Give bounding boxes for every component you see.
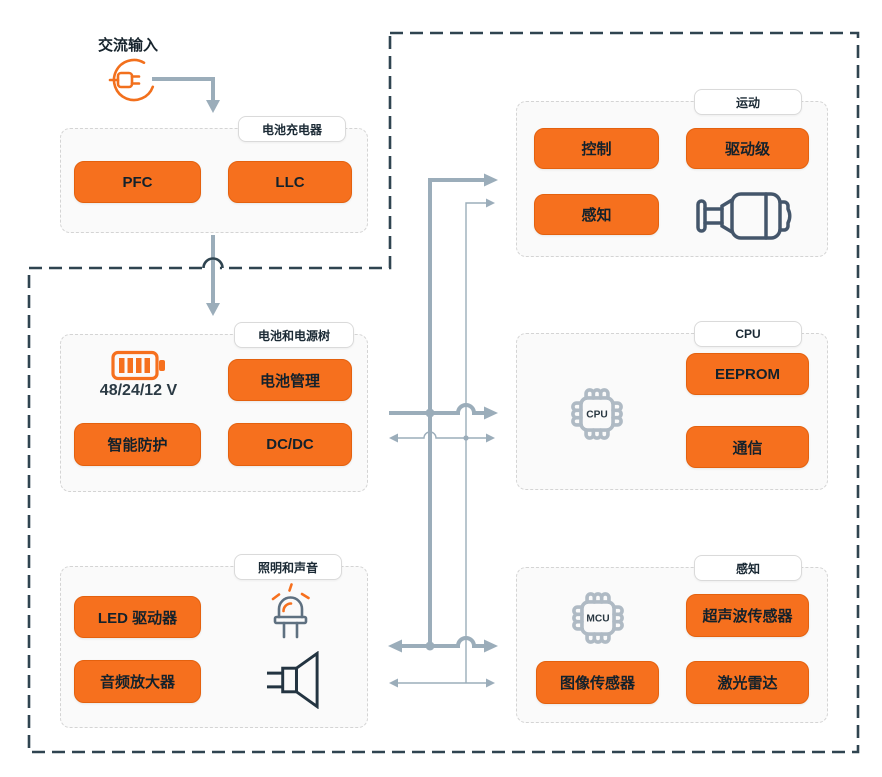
block-llc[interactable]: LLC [228, 161, 352, 203]
arrow-ac-to-charger [152, 77, 215, 100]
arrowhead [206, 303, 220, 316]
block-battery-management[interactable]: 电池管理 [228, 359, 352, 401]
arrow-lighting-sensing [400, 636, 486, 648]
panel-label-battery-power-tree: 电池和电源树 [234, 322, 354, 348]
block-image-sensor[interactable]: 图像传感器 [536, 661, 659, 704]
trunk-thin [465, 202, 488, 683]
arrow-thin-battery-cpu [397, 431, 487, 439]
arrowhead [484, 173, 498, 187]
battery-icon [111, 350, 165, 381]
panel-sensing: 感知 MCU 超声波传感器 图像传感器 激光雷达 [516, 555, 828, 723]
mcu-chip-text: MCU [586, 614, 609, 625]
arrowhead [484, 639, 498, 653]
arrowhead [486, 433, 495, 443]
panel-label-battery-charger: 电池充电器 [238, 116, 346, 142]
ac-input-label: 交流输入 [98, 37, 159, 54]
panel-battery-power-tree: 电池和电源树 48/24/12 V 电池管理 智能防护 DC/DC [60, 322, 368, 492]
panel-label-motion: 运动 [694, 89, 802, 115]
arrowhead [486, 678, 495, 688]
panel-motion: 运动 控制 驱动级 感知 [516, 89, 828, 257]
battery-voltage-label: 48/24/12 V [99, 382, 178, 399]
block-communication[interactable]: 通信 [686, 426, 809, 468]
block-motion-sensing[interactable]: 感知 [534, 194, 659, 235]
junction-dot [425, 408, 435, 418]
cpu-chip-text: CPU [586, 410, 608, 421]
arrowhead [484, 406, 498, 420]
block-pfc[interactable]: PFC [74, 161, 201, 203]
panel-battery-charger: 电池充电器 PFC LLC [60, 116, 368, 233]
junction-dot [425, 641, 435, 651]
mcu-chip-icon: MCU [572, 592, 624, 644]
boundary-hop [202, 257, 224, 269]
speaker-icon [266, 651, 319, 709]
arrowhead [389, 433, 398, 443]
block-control[interactable]: 控制 [534, 128, 659, 169]
trunk-thick [428, 178, 486, 646]
panel-cpu: CPU CPU EEPROM 通信 [516, 321, 828, 490]
arrow-battery-to-cpu [389, 403, 486, 415]
block-audio-amplifier[interactable]: 音频放大器 [74, 660, 201, 703]
arrowhead [388, 639, 402, 653]
junction-dot [463, 435, 469, 441]
panel-label-sensing: 感知 [694, 555, 802, 581]
ac-plug-icon [108, 58, 155, 102]
arrowhead [206, 100, 220, 113]
arrowhead [486, 198, 495, 208]
arrowhead [389, 678, 398, 688]
block-led-driver[interactable]: LED 驱动器 [74, 596, 201, 638]
motor-icon [696, 192, 792, 240]
block-drive-stage[interactable]: 驱动级 [686, 128, 809, 169]
block-eeprom[interactable]: EEPROM [686, 353, 809, 395]
block-lidar[interactable]: 激光雷达 [686, 661, 809, 704]
block-ultrasonic-sensor[interactable]: 超声波传感器 [686, 594, 809, 637]
panel-label-cpu: CPU [694, 321, 802, 347]
panel-label-lighting-sound: 照明和声音 [234, 554, 342, 580]
block-dcdc[interactable]: DC/DC [228, 423, 352, 466]
cpu-chip-icon: CPU [571, 388, 623, 440]
panel-lighting-sound: 照明和声音 LED 驱动器 音频放大器 [60, 554, 368, 728]
block-smart-protection[interactable]: 智能防护 [74, 423, 201, 466]
led-icon [271, 583, 310, 639]
